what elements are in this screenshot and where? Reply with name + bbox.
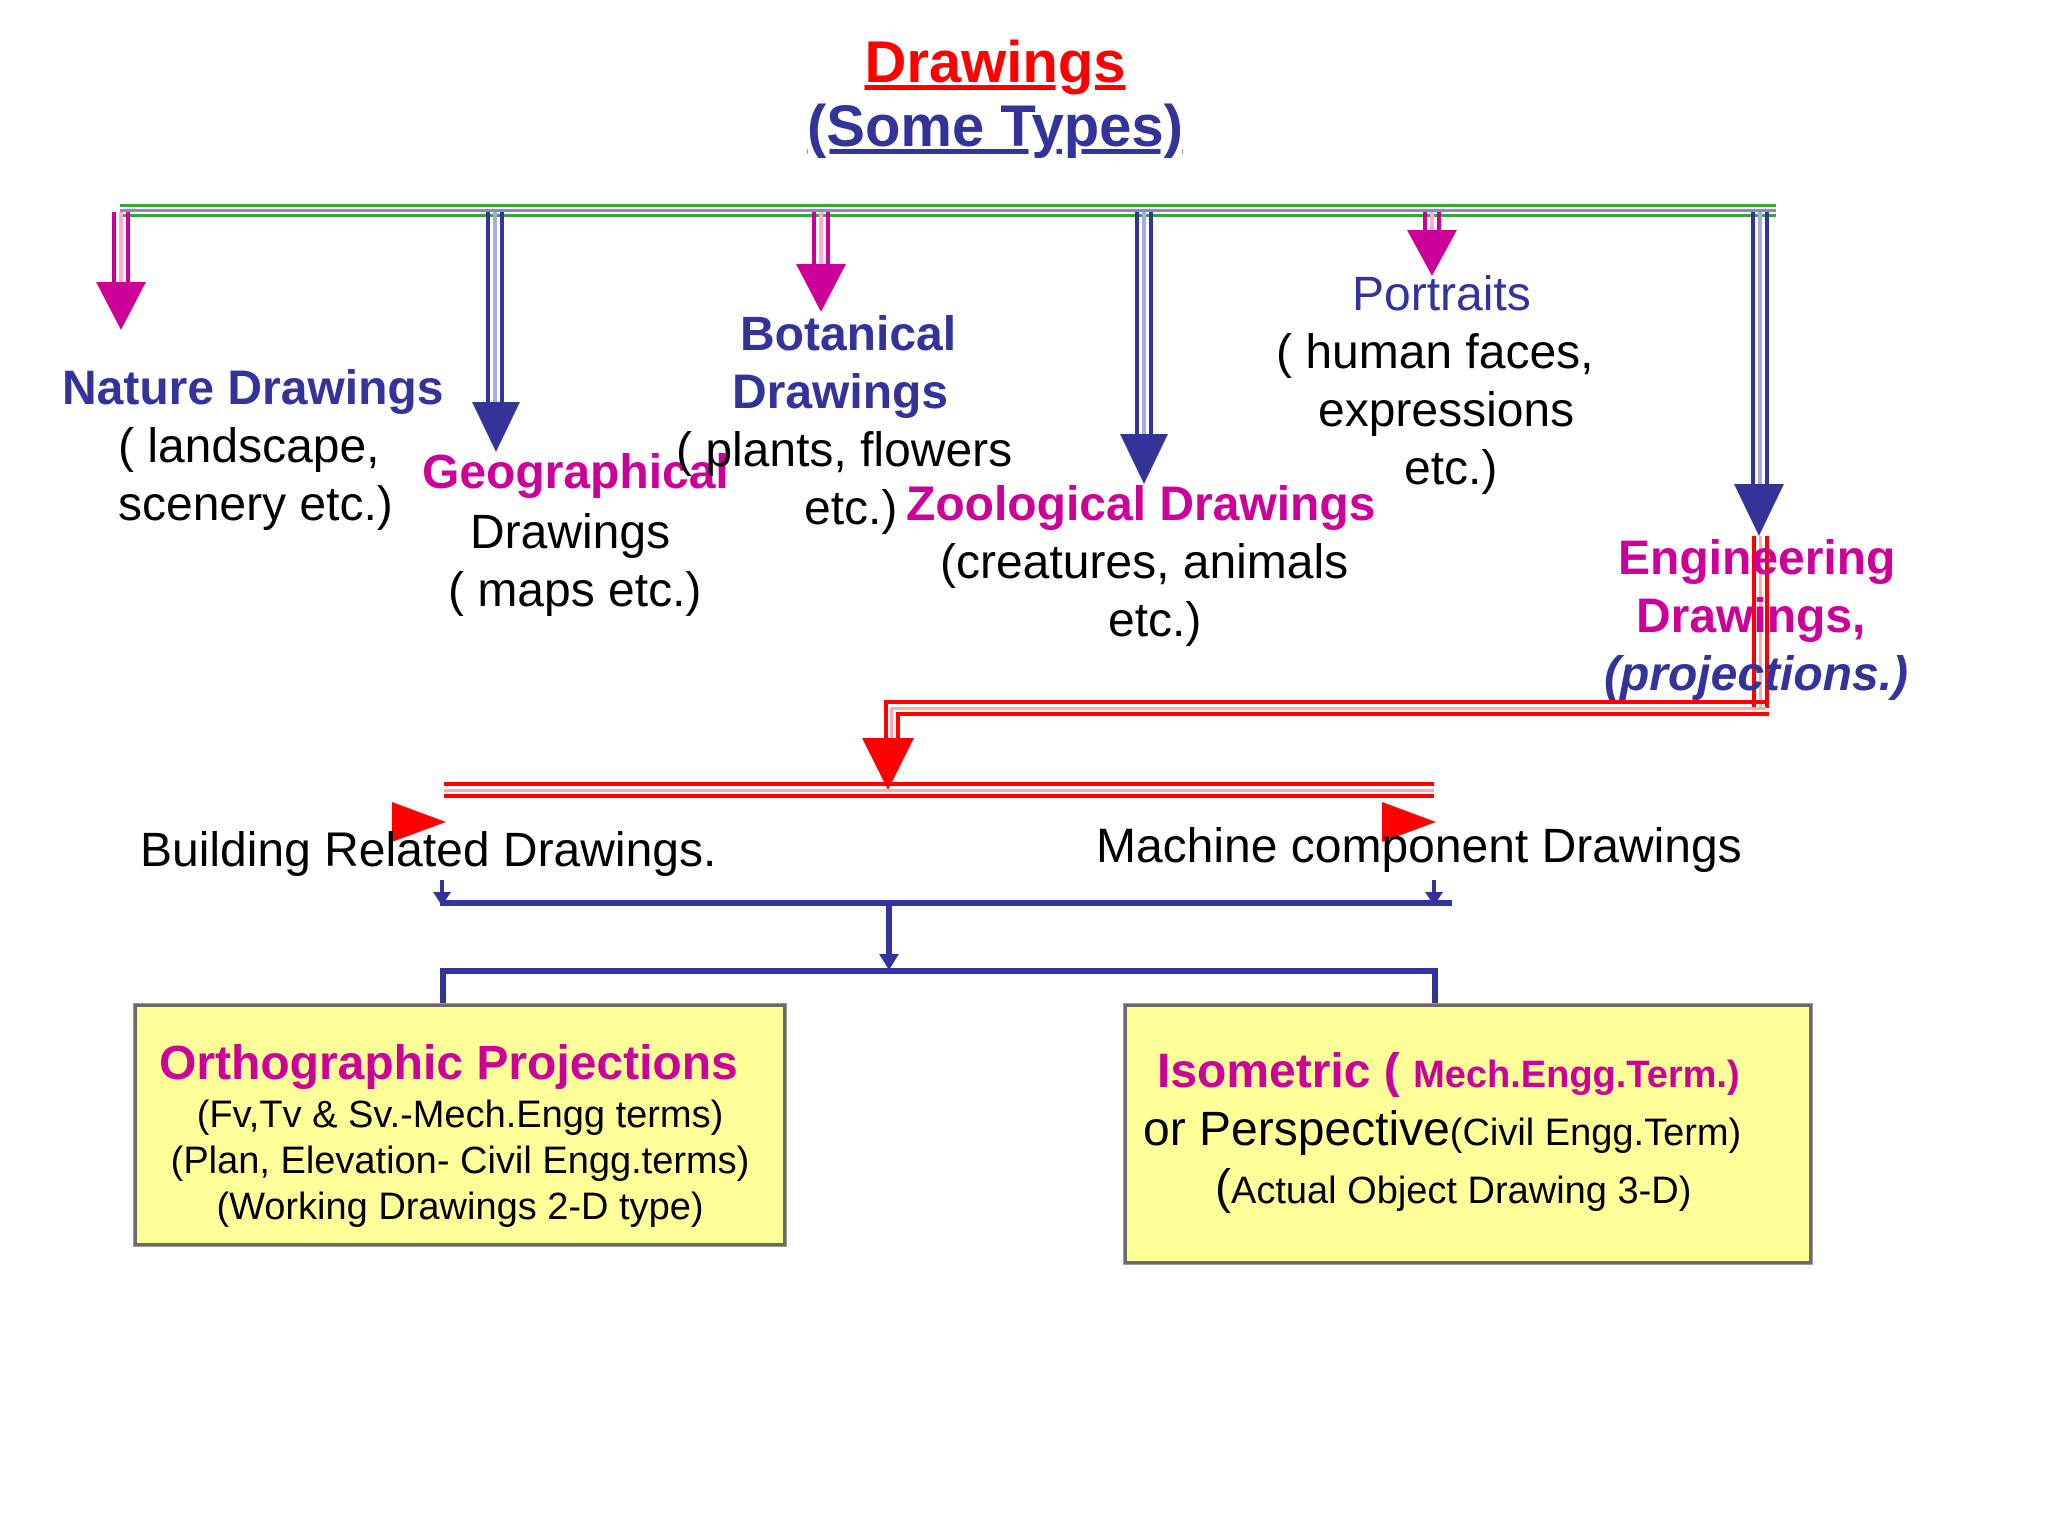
orthographic-line-2: (Plan, Elevation- Civil Engg.terms) (170, 1140, 750, 1182)
portraits-desc-1: ( human faces, (1276, 326, 1594, 379)
isometric-line-2-paren: ( (1215, 1161, 1231, 1214)
arrow-nature (96, 212, 146, 330)
orthographic-box: Orthographic Projections (Fv,Tv & Sv.-Me… (134, 1004, 786, 1246)
branch-machine: Machine component Drawings (1096, 820, 1742, 873)
nature-title: Nature Drawings (62, 362, 444, 415)
geographical-desc-1: Drawings (470, 506, 671, 559)
arrow-geographical (472, 212, 520, 452)
zoological-desc-1: (creatures, animals (940, 536, 1349, 589)
title-line1: Drawings (864, 30, 1126, 95)
nature-desc-2: scenery etc.) (118, 478, 393, 531)
branch-building: Building Related Drawings. (140, 824, 717, 877)
isometric-line-1: or Perspective(Civil Engg.Term) (1143, 1101, 1741, 1159)
engineering-title-1: Engineering (1618, 532, 1896, 585)
botanical-title-2: Drawings (732, 366, 949, 419)
isometric-title-term: Mech.Engg.Term.) (1413, 1054, 1740, 1096)
flag-arrow-machine (1382, 802, 1436, 842)
top-connector-bar (120, 204, 1776, 217)
arrow-engineering (1734, 212, 1784, 536)
arrow-botanical (796, 212, 846, 312)
botanical-desc-1: ( plants, flowers (676, 424, 1013, 477)
isometric-line-2: (Actual Object Drawing 3-D) (1215, 1159, 1691, 1217)
nature-desc-1: ( landscape, (118, 420, 380, 473)
engineering-title-2: Drawings, (1636, 590, 1866, 643)
arrow-portraits (1407, 212, 1457, 276)
portraits-desc-3: etc.) (1404, 442, 1498, 495)
zoological-title: Zoological Drawings (906, 478, 1376, 531)
geographical-desc-2: ( maps etc.) (448, 564, 702, 617)
isometric-title: Isometric ( Mech.Engg.Term.) (1157, 1043, 1740, 1101)
botanical-title-1: Botanical (740, 308, 957, 361)
title-line2: (Some Types) (806, 94, 1183, 159)
flag-arrow-building (392, 802, 446, 842)
isometric-title-main: Isometric ( (1157, 1045, 1414, 1098)
geographical-title: Geographical (422, 446, 729, 499)
isometric-line-1-term: (Civil Engg.Term) (1449, 1112, 1742, 1154)
portraits-desc-2: expressions (1318, 384, 1575, 437)
botanical-desc-2: etc.) (804, 482, 898, 535)
red-branch-bar (444, 782, 1434, 798)
isometric-box: Isometric ( Mech.Engg.Term.) or Perspect… (1124, 1004, 1812, 1264)
orthographic-line-1: (Fv,Tv & Sv.-Mech.Engg terms) (196, 1094, 724, 1136)
red-connector (862, 536, 1769, 790)
zoological-desc-2: etc.) (1108, 594, 1202, 647)
engineering-title-3: (projections.) (1604, 648, 1909, 701)
portraits-title: Portraits (1352, 268, 1531, 321)
isometric-line-1-main: or Perspective (1143, 1103, 1450, 1156)
orthographic-title: Orthographic Projections (159, 1037, 738, 1090)
orthographic-line-3: (Working Drawings 2-D type) (216, 1186, 704, 1228)
isometric-line-2-main: Actual Object Drawing 3-D) (1230, 1170, 1692, 1212)
blue-lower-connectors (433, 880, 1452, 1040)
arrow-zoological (1120, 212, 1168, 484)
